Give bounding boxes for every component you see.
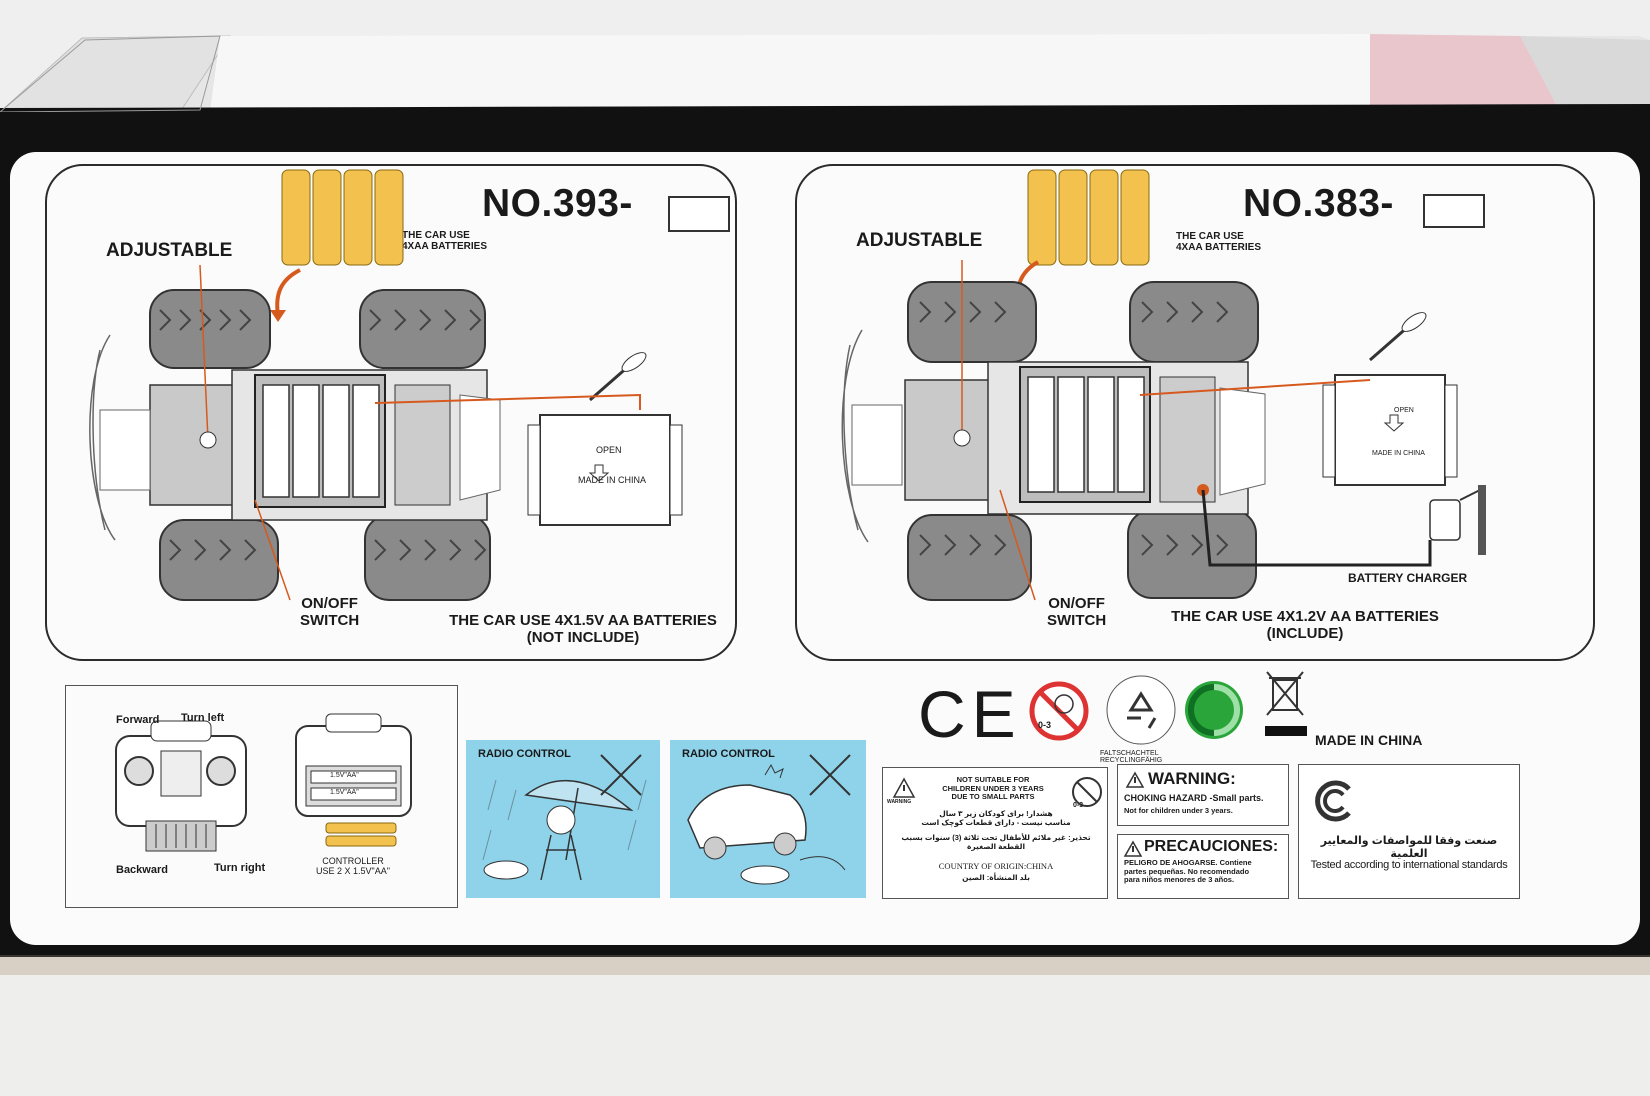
rain-umbrella-illustration <box>482 754 647 881</box>
not-for-children: Not for children under 3 years. <box>1124 806 1233 815</box>
frame-model-393 <box>45 164 737 661</box>
battery-note-383: THE CAR USE 4XAA BATTERIES <box>1176 231 1262 253</box>
batteries-icon <box>1027 169 1150 266</box>
model-suffix-box-383 <box>1423 194 1485 228</box>
warning-card-rain: RADIO CONTROL <box>466 740 660 898</box>
printed-panel: NO.393- ADJUSTABLE THE CAR USE 4XAA BATT… <box>10 152 1640 945</box>
standards-text: Tested according to international standa… <box>1310 859 1508 871</box>
charger-icon <box>1201 485 1486 567</box>
controller-open-393: OPEN <box>596 445 622 455</box>
remote-backward: Backward <box>116 864 168 876</box>
not-suitable-box: WARNING NOT SUITABLE FOR CHILDREN UNDER … <box>882 767 1108 899</box>
remote-control-drawing <box>115 720 247 852</box>
standards-box: صنعت وفقا للمواصفات والمعايير العلمية Te… <box>1298 764 1520 899</box>
car-diagram-383 <box>841 169 1486 601</box>
remote-turn-left: Turn left <box>181 712 225 724</box>
box-bottom-edge <box>0 955 1650 975</box>
transmitter-drawing <box>527 352 683 526</box>
weee-bin-icon <box>1265 671 1307 736</box>
recycling-label: FALTSCHACHTEL RECYCLINGFÄHIG <box>1100 750 1163 764</box>
controller-made-383: MADE IN CHINA <box>1372 450 1425 457</box>
transmitter-drawing <box>1322 312 1458 486</box>
age-badge-label: 0-3 <box>1038 720 1052 730</box>
conformity-mark-icon <box>1315 780 1351 822</box>
caption-393: THE CAR USE 4X1.5V AA BATTERIES (NOT INC… <box>449 612 717 647</box>
battery-note-393: THE CAR USE 4XAA BATTERIES <box>402 230 488 252</box>
controller-note: CONTROLLER USE 2 X 1.5V"AA" <box>316 856 390 876</box>
choking-hazard: CHOKING HAZARD -Small parts. <box>1124 793 1264 803</box>
arabic-warning: تحذير: غير ملائم للأطفال تحت ثلاثة (3) س… <box>901 833 1091 851</box>
precauciones-title: PRECAUCIONES: <box>1144 838 1279 855</box>
car-crash-illustration <box>687 754 851 885</box>
not-suitable-text: NOT SUITABLE FOR CHILDREN UNDER 3 YEARS … <box>942 775 1044 802</box>
remote-controls-panel: Forward Turn left Backward Turn right 1.… <box>65 685 458 908</box>
warning-title-crash: RADIO CONTROL <box>682 748 775 760</box>
precauciones-box: PRECAUCIONES: PELIGRO DE AHOGARSE. Conti… <box>1117 834 1289 899</box>
caption-383: THE CAR USE 4X1.2V AA BATTERIES (INCLUDE… <box>1171 608 1439 643</box>
standards-arabic: صنعت وفقا للمواصفات والمعايير العلمية <box>1320 835 1498 860</box>
model-suffix-box-393 <box>668 196 730 232</box>
model-number-383: NO.383- <box>1243 182 1394 225</box>
adjustable-label-393: ADJUSTABLE <box>106 240 233 261</box>
green-point-icon <box>1185 681 1243 739</box>
ce-mark: CE <box>918 677 1022 751</box>
warning-icon-caption: WARNING <box>887 799 912 805</box>
controller-made-393: MADE IN CHINA <box>578 475 647 485</box>
controller-battery-drawing <box>295 713 412 847</box>
car-diagram-393 <box>89 169 683 601</box>
frame-model-383 <box>795 164 1595 661</box>
peligro-text: PELIGRO DE AHOGARSE. Contiene partes peq… <box>1124 858 1252 885</box>
warning-card-crash: RADIO CONTROL <box>670 740 866 898</box>
table-surface <box>0 975 1650 1096</box>
warning-triangle-icon <box>1123 840 1143 857</box>
adjustable-label-383: ADJUSTABLE <box>856 230 983 251</box>
made-in-china-label: MADE IN CHINA <box>1315 732 1423 748</box>
battery-charger-label: BATTERY CHARGER <box>1348 571 1468 585</box>
controller-slot-2: 1.5V"AA" <box>330 789 359 796</box>
age-restriction-icon <box>1029 681 1089 741</box>
controller-slot-1: 1.5V"AA" <box>330 772 359 779</box>
batteries-icon <box>281 169 404 266</box>
warning-triangle-icon <box>1125 771 1145 788</box>
on-off-switch-393: ON/OFF SWITCH <box>300 595 360 630</box>
age-icon-label: 0-3 <box>1073 802 1084 809</box>
age-restriction-icon <box>1072 777 1102 807</box>
country-of-origin-arabic: بلد المنشأة: الصين <box>962 873 1030 882</box>
on-off-switch-383: ON/OFF SWITCH <box>1047 595 1107 630</box>
recycling-icon <box>1106 675 1176 745</box>
box-top-flap <box>0 0 1650 125</box>
controller-open-383: OPEN <box>1394 407 1414 414</box>
country-of-origin: COUNTRY OF ORIGIN:CHINA <box>938 861 1054 871</box>
warning-title-rain: RADIO CONTROL <box>478 748 571 760</box>
insert-arrow-icon <box>275 268 301 316</box>
warning-box: WARNING: CHOKING HAZARD -Small parts. No… <box>1117 764 1289 826</box>
remote-turn-right: Turn right <box>214 862 266 874</box>
warning-title: WARNING: <box>1148 769 1236 788</box>
farsi-warning: هشدار! برای کودکان زیر ۳ سال مناسب نیست … <box>921 809 1071 827</box>
remote-forward: Forward <box>116 714 160 726</box>
warning-triangle-icon <box>892 777 916 798</box>
model-number-393: NO.393- <box>482 182 633 225</box>
